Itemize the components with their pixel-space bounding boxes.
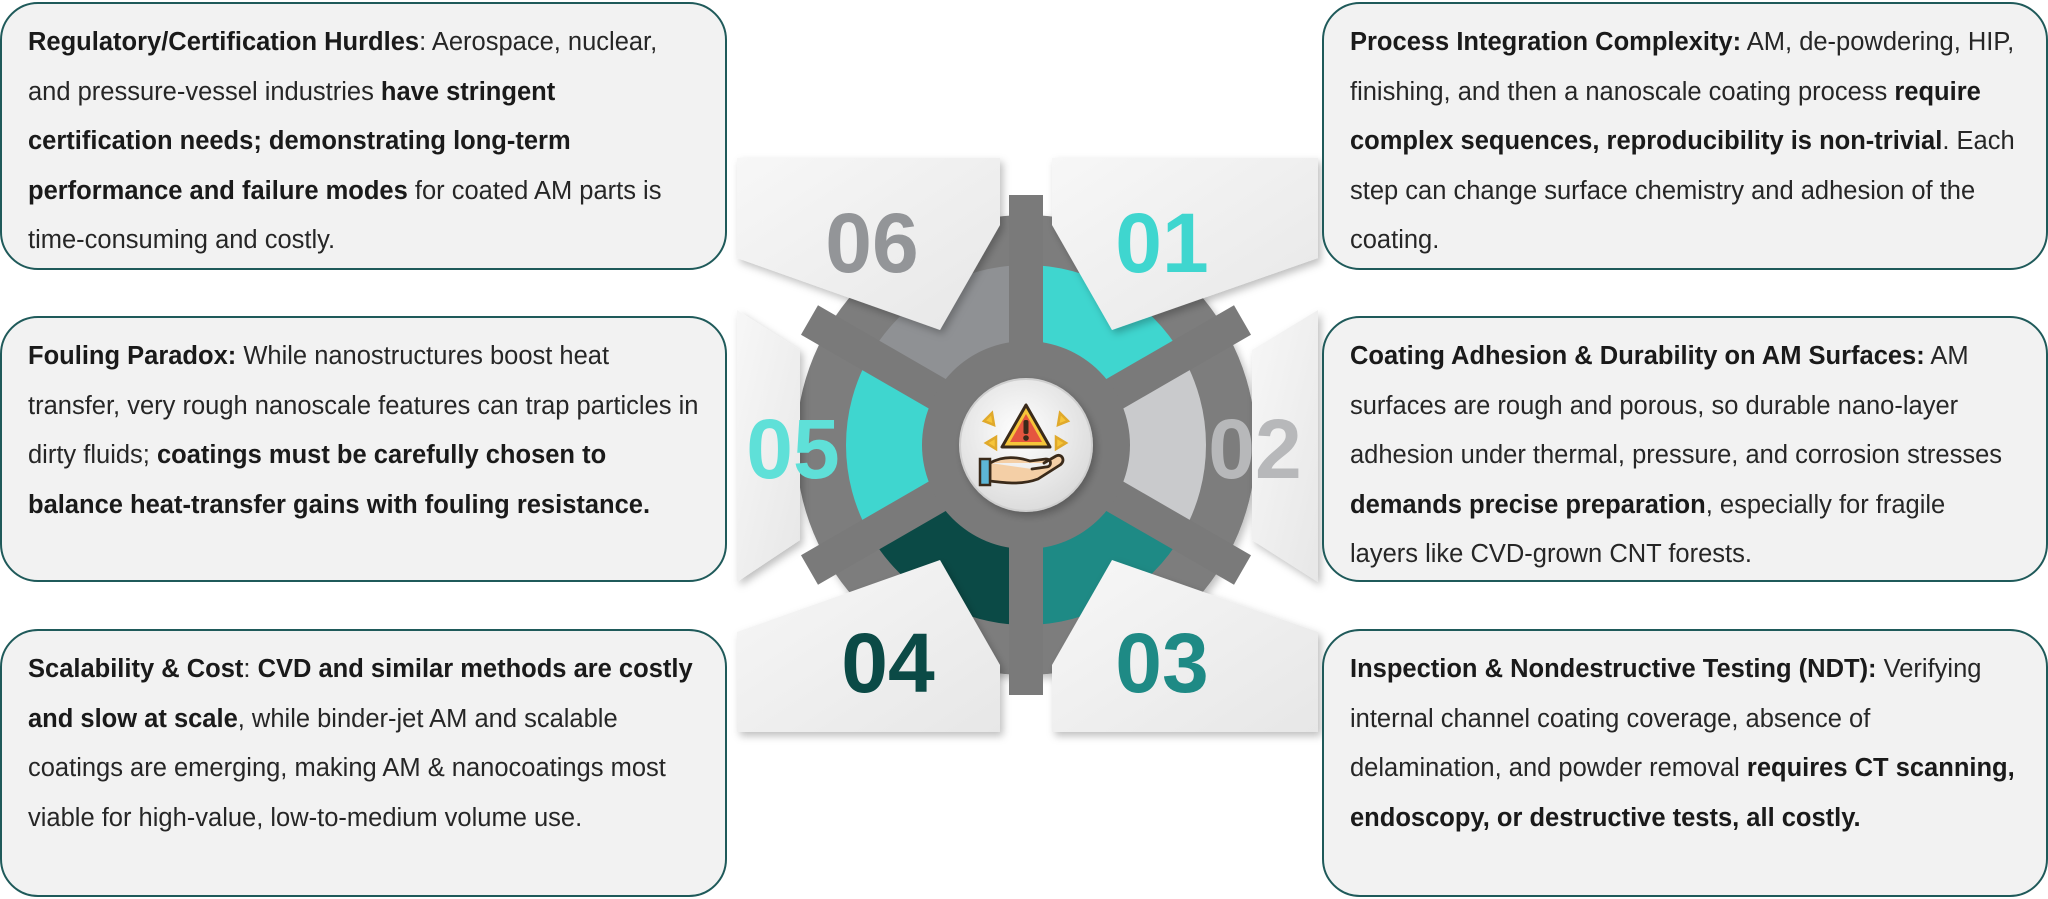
card-01-run-0: Process Integration Complexity: [1350, 28, 1742, 56]
card-05: Fouling Paradox: While nanostructures bo… [0, 316, 727, 582]
panel-01 [1052, 158, 1318, 330]
card-04-run-0: Scalability & Cost [28, 655, 244, 683]
card-03-run-0: Inspection & Nondestructive Testing (NDT… [1350, 655, 1877, 683]
card-06-run-0: Regulatory/Certification Hurdles [28, 28, 420, 56]
card-03-text: Inspection & Nondestructive Testing (NDT… [1350, 645, 2020, 843]
card-04-run-3: , while binder-jet AM and scalable coati… [28, 704, 666, 832]
card-01-run-2: require complex sequences, reproducibili… [1350, 77, 1981, 156]
panel-02 [1252, 310, 1318, 582]
card-05-text: Fouling Paradox: While nanostructures bo… [28, 332, 699, 530]
spoke-2 [1095, 475, 1252, 585]
segment-number-01: 01 [1115, 196, 1208, 290]
segment-number-02: 02 [1208, 402, 1301, 496]
card-03-run-1: Verifying internal channel coating cover… [1350, 655, 1982, 782]
spoke-4 [800, 475, 957, 585]
card-06-run-3: for coated AM parts is time-consuming an… [28, 176, 662, 255]
spoke-1 [1095, 305, 1252, 415]
segment-number-05: 05 [746, 402, 839, 496]
card-04-text: Scalability & Cost: CVD and similar meth… [28, 645, 699, 843]
card-01-run-3: . Each step can change surface chemistry… [1350, 127, 2015, 254]
card-01: Process Integration Complexity: AM, de-p… [1322, 2, 2048, 270]
card-03: Inspection & Nondestructive Testing (NDT… [1322, 629, 2048, 897]
card-01-run-1: AM, de-powdering, HIP, finishing, and th… [1350, 28, 2015, 106]
segment-number-04: 04 [841, 616, 935, 710]
card-04-run-2: CVD and similar methods are costly and s… [28, 655, 693, 733]
panel-04 [737, 560, 1000, 732]
card-06-run-1: : Aerospace, nuclear, and pressure-vesse… [28, 28, 658, 106]
card-02-run-1: AM surfaces are rough and porous, so dur… [1350, 342, 2003, 469]
card-02-run-2: demands precise preparation [1350, 490, 1706, 519]
panel-06 [737, 158, 1000, 330]
card-02: Coating Adhesion & Durability on AM Surf… [1322, 316, 2048, 582]
card-06: Regulatory/Certification Hurdles: Aerosp… [0, 2, 727, 270]
card-05-run-0: Fouling Paradox: [28, 342, 237, 370]
center-badge [959, 378, 1093, 512]
card-02-run-0: Coating Adhesion & Durability on AM Surf… [1350, 342, 1925, 370]
card-03-run-2: requires CT scanning, endoscopy, or dest… [1350, 754, 2015, 832]
segment-number-03: 03 [1115, 616, 1208, 710]
card-06-text: Regulatory/Certification Hurdles: Aerosp… [28, 18, 699, 266]
panel-05 [737, 310, 800, 582]
segment-number-06: 06 [825, 196, 918, 290]
card-05-run-2: coatings must be carefully chosen to bal… [28, 441, 651, 519]
panel-03 [1052, 560, 1318, 732]
card-02-text: Coating Adhesion & Durability on AM Surf… [1350, 332, 2020, 580]
card-02-run-3: , especially for fragile layers like CVD… [1350, 490, 1946, 569]
card-05-run-1: While nanostructures boost heat transfer… [28, 342, 699, 469]
spoke-5 [800, 305, 957, 415]
card-06-run-2: have stringent certification needs; demo… [28, 77, 571, 205]
card-04-run-1: : [243, 655, 258, 683]
hand-warning-icon [978, 403, 1071, 487]
card-01-text: Process Integration Complexity: AM, de-p… [1350, 18, 2020, 266]
card-04: Scalability & Cost: CVD and similar meth… [0, 629, 727, 897]
